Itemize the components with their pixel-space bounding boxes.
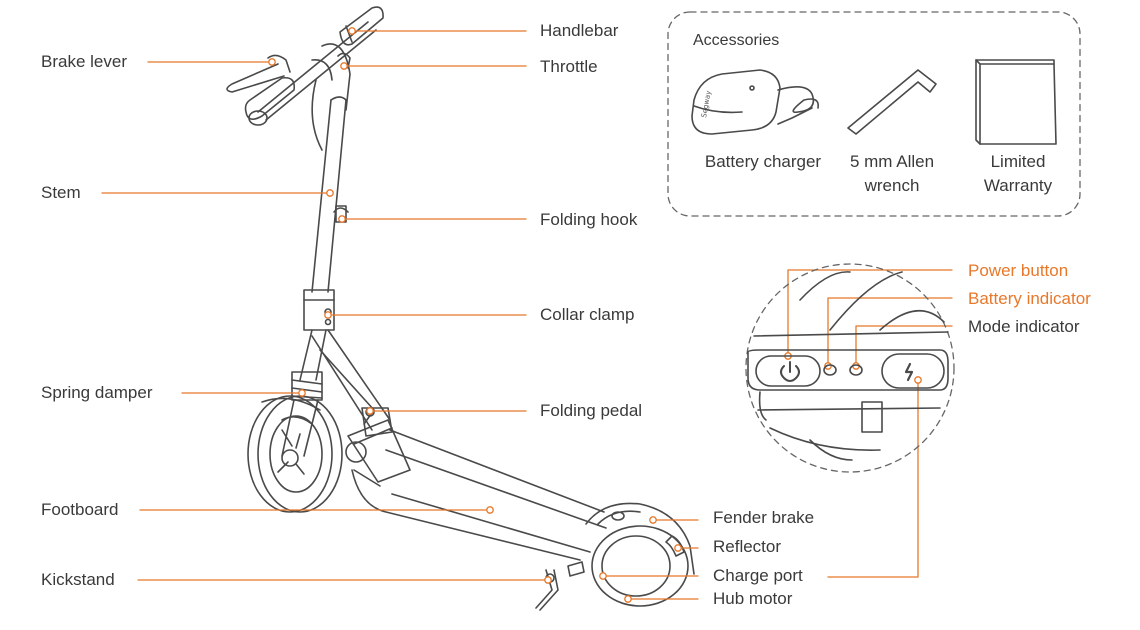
caption-battery-charger: Battery charger <box>704 152 822 171</box>
folding-hook-shape <box>335 205 347 223</box>
accessories-box <box>667 11 1081 217</box>
caption-allen-wrench-line1: 5 mm Allen <box>849 152 935 171</box>
charger-brand: Segway <box>700 90 713 118</box>
charge-port-shape <box>567 561 585 577</box>
label-folding-hook: Folding hook <box>540 210 638 229</box>
label-kickstand: Kickstand <box>41 570 115 589</box>
label-footboard: Footboard <box>41 500 119 519</box>
leader-mode-indicator <box>855 325 953 367</box>
stem-tube <box>327 99 347 293</box>
handlebar-grip-left <box>244 76 296 120</box>
leader-dots <box>268 27 922 603</box>
kickstand-shape <box>535 569 553 609</box>
caption-limited-warranty-line1: Limited <box>990 152 1046 171</box>
label-folding-pedal: Folding pedal <box>540 401 643 420</box>
control-panel-body <box>747 349 949 391</box>
leader-battery-indicator <box>827 297 953 367</box>
label-brake-lever: Brake lever <box>41 52 127 71</box>
folding-pedal-shape <box>361 407 393 437</box>
power-button-shape <box>755 355 821 387</box>
label-spring-damper: Spring damper <box>41 383 153 402</box>
warranty-booklet-icon <box>975 59 1057 145</box>
label-fender-brake: Fender brake <box>713 508 815 527</box>
label-hub-motor: Hub motor <box>713 589 793 608</box>
leader-mode-indicator-2 <box>827 379 919 578</box>
rear-fender <box>585 502 695 575</box>
label-power-button: Power button <box>968 261 1069 280</box>
accessories-title: Accessories <box>693 32 780 49</box>
label-battery-indicator: Battery indicator <box>968 289 1091 308</box>
caption-allen-wrench: 5 mm Allen wrench <box>836 150 948 198</box>
label-reflector: Reflector <box>713 537 782 556</box>
label-charge-port: Charge port <box>713 566 803 585</box>
battery-indicator-light <box>823 364 837 376</box>
label-collar-clamp: Collar clamp <box>540 305 635 324</box>
control-panel-illustration <box>747 271 949 461</box>
spring-damper-shape <box>291 371 323 401</box>
label-handlebar: Handlebar <box>540 21 619 40</box>
caption-allen-wrench-line2: wrench <box>864 176 920 195</box>
label-mode-indicator: Mode indicator <box>968 317 1080 336</box>
caption-limited-warranty-line2: Warranty <box>983 176 1053 195</box>
brake-lever <box>226 63 285 93</box>
scooter-illustration <box>226 6 695 611</box>
charger-icon <box>691 69 820 135</box>
mode-indicator-light <box>849 364 863 376</box>
collar-clamp-shape <box>303 289 335 331</box>
rear-wheel <box>591 525 689 607</box>
handlebar-grip-right <box>339 6 384 46</box>
leader-lines <box>101 30 953 600</box>
label-throttle: Throttle <box>540 57 598 76</box>
caption-limited-warranty: Limited Warranty <box>968 150 1068 198</box>
leader-power-button <box>787 269 953 357</box>
footboard-deck <box>351 469 581 561</box>
front-wheel <box>247 395 333 513</box>
label-stem: Stem <box>41 183 81 202</box>
wrench-icon <box>847 69 937 135</box>
mode-button-shape <box>881 353 945 389</box>
control-panel-zoom-circle <box>745 263 955 473</box>
